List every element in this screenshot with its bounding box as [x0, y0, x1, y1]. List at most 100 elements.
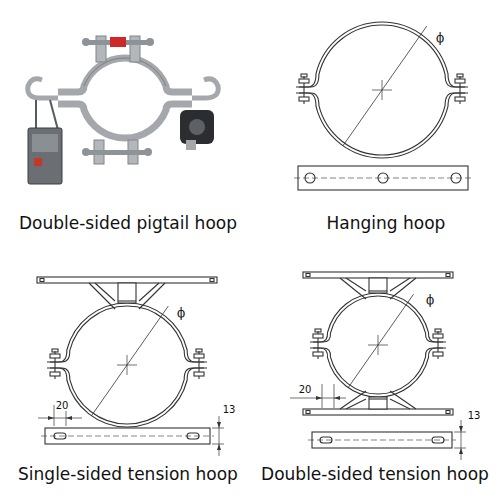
nut [433, 334, 443, 338]
gusset [340, 391, 366, 409]
hoop-band [296, 93, 468, 158]
bar-hole [446, 411, 450, 414]
extension-line [212, 428, 224, 429]
diameter-line [348, 294, 413, 387]
dimension-arrow [459, 426, 463, 432]
bolt-head [435, 329, 441, 332]
bolt-head [315, 329, 321, 332]
gusset [346, 399, 366, 409]
dimension-value: 13 [222, 404, 237, 415]
nut [50, 372, 60, 376]
dimension-arrow [66, 416, 72, 420]
dimension-value: 13 [467, 410, 482, 421]
slot [432, 437, 444, 443]
extension-line [454, 448, 466, 449]
nut [194, 372, 204, 376]
dimension-value: 20 [298, 384, 313, 395]
gusset [139, 283, 165, 309]
bar-hole [210, 279, 214, 282]
cross-bar [303, 409, 453, 415]
hoop-band [50, 368, 204, 424]
cross-bar [37, 277, 217, 283]
center-line [294, 178, 472, 179]
single-sided-tension-hoop-drawing [37, 277, 224, 456]
hoop-band [47, 368, 207, 427]
bolt-head [196, 349, 202, 352]
nut [455, 79, 465, 83]
nut [455, 97, 465, 101]
extension-line [322, 384, 323, 408]
slot [54, 433, 66, 439]
hole [451, 173, 461, 183]
gusset [390, 278, 416, 299]
nut [433, 352, 443, 356]
diameter-line [343, 26, 427, 146]
diameter-symbol: ϕ [435, 32, 445, 45]
nut [299, 97, 309, 101]
dimension-arrow [316, 396, 322, 400]
gusset [390, 399, 410, 409]
hole [378, 173, 388, 183]
nut [50, 354, 60, 358]
hoop-band [299, 25, 465, 87]
dimension-arrow [48, 416, 54, 420]
slot [320, 437, 332, 443]
weld-line [118, 300, 136, 301]
pigtail-hoop-photo [28, 36, 218, 184]
hoop-band [310, 293, 446, 342]
caption: Double-sided pigtail hoop [19, 214, 237, 233]
weld-line [369, 398, 387, 399]
dimension-value: 20 [55, 400, 70, 411]
nut [299, 79, 309, 83]
diameter-symbol: ϕ [176, 307, 186, 320]
pipe-stud [369, 278, 387, 293]
double-sided-tension-hoop-drawing [290, 272, 466, 460]
gusset [95, 283, 115, 301]
dimension-arrow [334, 396, 340, 400]
center-line [308, 440, 456, 441]
caption: Hanging hoop [327, 214, 446, 233]
hoop-band [47, 303, 207, 362]
diameter-symbol: ϕ [425, 294, 435, 307]
hoop-band [50, 306, 204, 362]
hanging-hoop-drawing [294, 22, 472, 190]
gusset [390, 391, 416, 409]
gusset [89, 283, 115, 309]
extension-line [334, 384, 335, 408]
diameter-line [91, 306, 168, 416]
dimension-line [38, 418, 82, 419]
center-line [41, 436, 214, 437]
bar-hole [306, 274, 310, 277]
weld-line [369, 290, 387, 291]
caption: Single-sided tension hoop [18, 465, 238, 484]
hole [305, 173, 315, 183]
gusset [139, 283, 159, 301]
bolt-head [457, 74, 463, 77]
nut [194, 354, 204, 358]
bar-hole [446, 274, 450, 277]
gusset [390, 278, 410, 291]
dimension-arrow [459, 448, 463, 454]
nut [313, 352, 323, 356]
cross-bar [303, 272, 453, 278]
slot [187, 433, 199, 439]
bar-hole [40, 279, 44, 282]
extension-line [212, 444, 224, 445]
bolt-head [301, 74, 307, 77]
caption: Double-sided tension hoop [261, 465, 489, 484]
pipe-stud [118, 283, 136, 303]
hoop-band [296, 22, 468, 87]
pipe-stud [369, 397, 387, 409]
gusset [340, 278, 366, 299]
bar-hole [306, 411, 310, 414]
dimension-arrow [217, 422, 221, 428]
gusset [346, 278, 366, 291]
hoop-band [299, 93, 465, 155]
dimension-arrow [217, 444, 221, 450]
hoop-band [310, 348, 446, 397]
extension-line [454, 432, 466, 433]
nut [313, 334, 323, 338]
bolt-head [52, 349, 58, 352]
